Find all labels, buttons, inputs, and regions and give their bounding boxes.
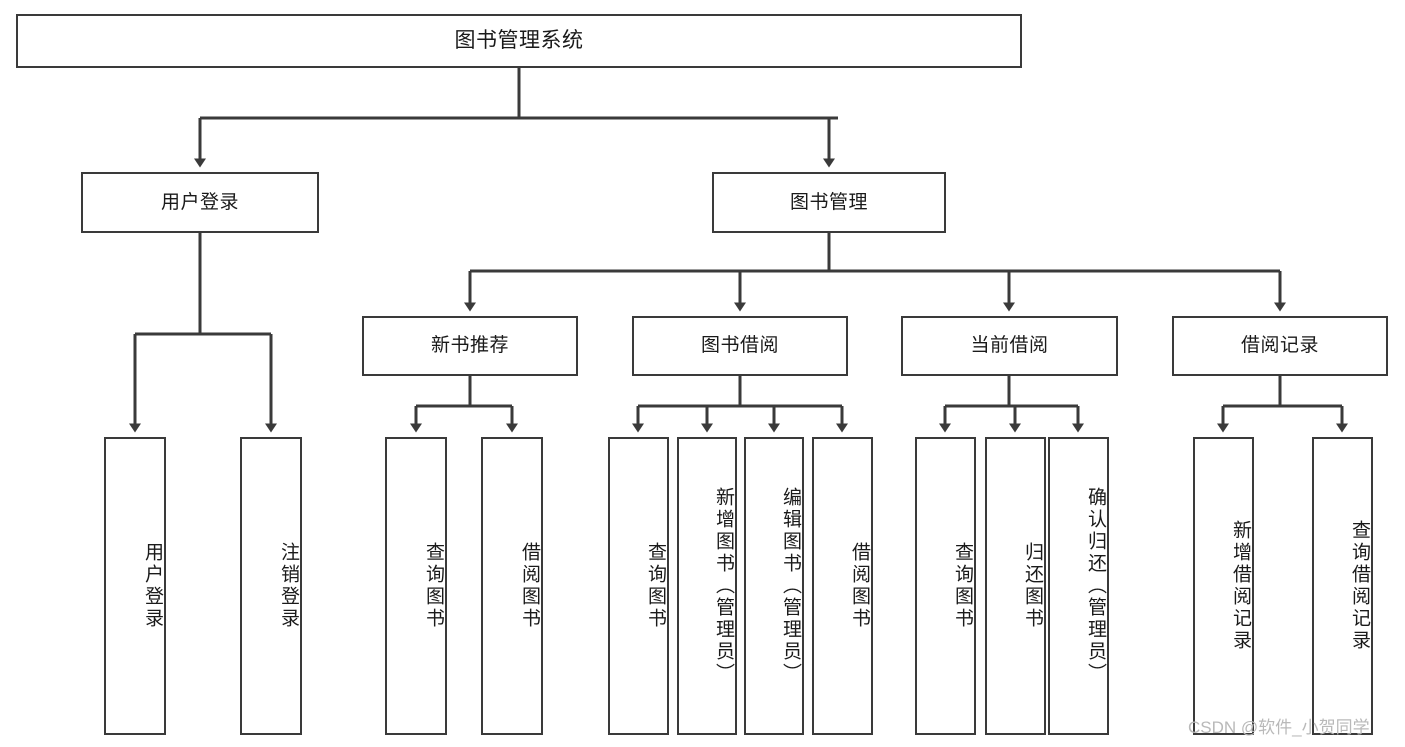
node-leaf-return-book[interactable]: 归还图书	[985, 437, 1046, 735]
node-leaf-add-book[interactable]: 新增图书（管理员）	[677, 437, 737, 735]
node-leaf-borrow-book-1[interactable]: 借阅图书	[481, 437, 543, 735]
node-leaf-borrow-book-2[interactable]: 借阅图书	[812, 437, 873, 735]
node-new-book-recommendation[interactable]: 新书推荐	[362, 316, 578, 376]
node-borrowing-record[interactable]: 借阅记录	[1172, 316, 1388, 376]
node-leaf-query-book-1[interactable]: 查询图书	[385, 437, 447, 735]
node-leaf-edit-book[interactable]: 编辑图书（管理员）	[744, 437, 804, 735]
node-leaf-query-book-2[interactable]: 查询图书	[608, 437, 669, 735]
node-leaf-confirm-return[interactable]: 确认归还（管理员）	[1048, 437, 1109, 735]
node-root[interactable]: 图书管理系统	[16, 14, 1022, 68]
node-leaf-logout[interactable]: 注销登录	[240, 437, 302, 735]
node-current-borrowing[interactable]: 当前借阅	[901, 316, 1118, 376]
csdn-watermark: CSDN @软件_小贺同学	[1188, 718, 1370, 737]
node-book-borrowing[interactable]: 图书借阅	[632, 316, 848, 376]
node-book-management[interactable]: 图书管理	[712, 172, 946, 233]
node-leaf-query-book-3[interactable]: 查询图书	[915, 437, 976, 735]
node-leaf-add-borrow-record[interactable]: 新增借阅记录	[1193, 437, 1254, 735]
node-user-login[interactable]: 用户登录	[81, 172, 319, 233]
node-leaf-user-login[interactable]: 用户登录	[104, 437, 166, 735]
node-leaf-query-borrow-record[interactable]: 查询借阅记录	[1312, 437, 1373, 735]
